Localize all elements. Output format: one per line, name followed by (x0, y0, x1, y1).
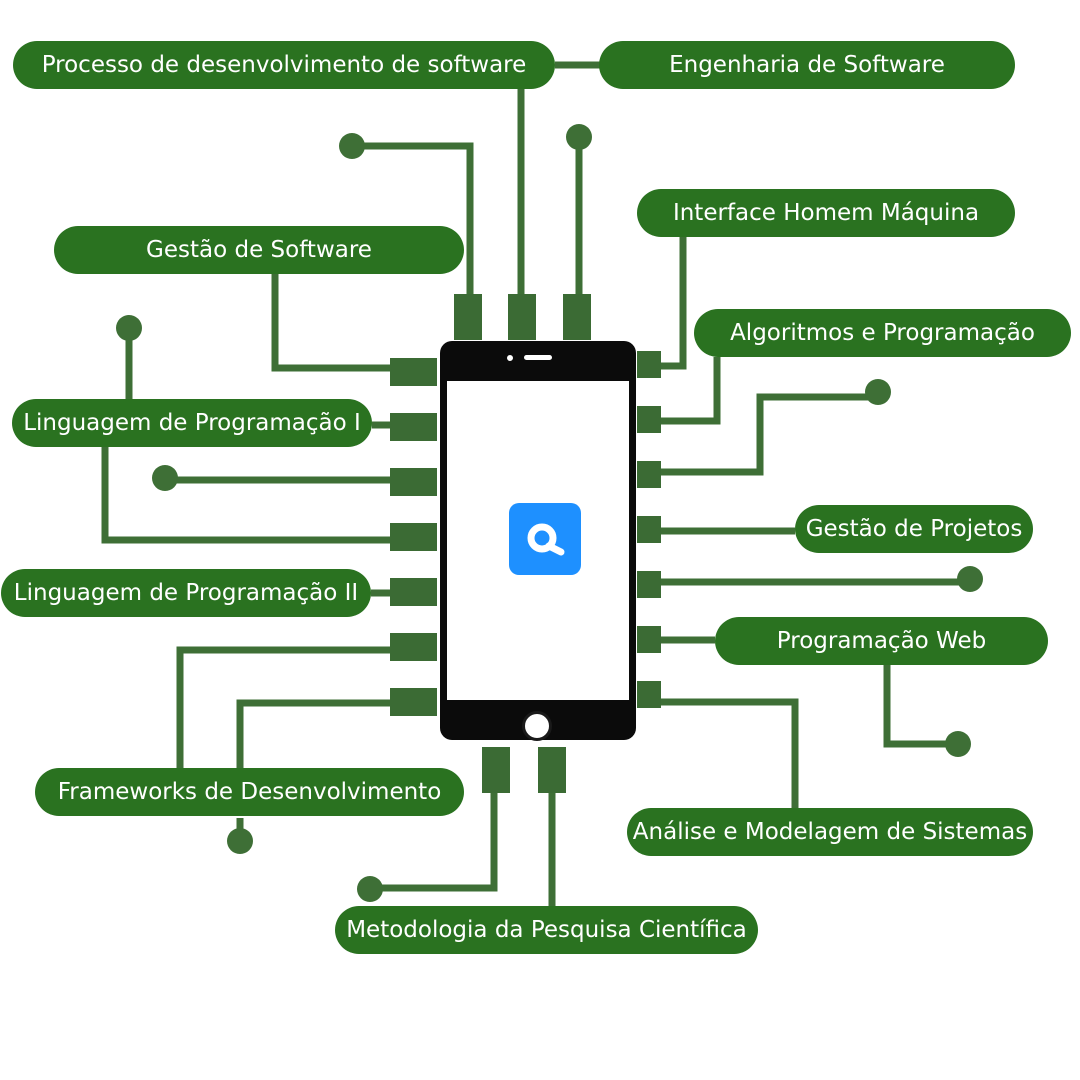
chip-pin (482, 747, 510, 793)
chip-pin (637, 626, 661, 653)
terminal-dot (116, 315, 142, 341)
wire-gestao-software (271, 272, 392, 372)
label-linguagem-programacao-2: Linguagem de Programação II (1, 569, 371, 617)
front-camera (507, 355, 513, 361)
chip-pin (390, 633, 437, 661)
chip-pin (538, 747, 566, 793)
smartphone (440, 341, 636, 741)
chip-pin (637, 516, 661, 543)
chip-pin (390, 688, 437, 716)
label-frameworks-desenvolvimento: Frameworks de Desenvolvimento (35, 768, 464, 816)
chip-pin (563, 294, 591, 340)
wire-frameworks-a (176, 646, 392, 768)
label-gestao-software: Gestão de Software (54, 226, 464, 274)
chip-pin (390, 468, 437, 496)
label-analise-modelagem: Análise e Modelagem de Sistemas (627, 808, 1033, 856)
chip-pin (637, 461, 661, 488)
terminal-dot (566, 124, 592, 150)
label-linguagem-programacao-1: Linguagem de Programação I (12, 399, 372, 447)
chip-pin (390, 358, 437, 386)
chip-pin (390, 578, 437, 606)
magnifier-app-icon (509, 503, 581, 575)
wire-frameworks-b (236, 699, 392, 768)
phone-screen (447, 381, 629, 700)
wire-bottom-left (370, 792, 498, 892)
wire-linguagem-1-down (101, 446, 392, 544)
chip-pin (390, 413, 437, 441)
wire-web-down (883, 665, 958, 748)
label-programacao-web: Programação Web (715, 617, 1048, 665)
chip-pin (637, 681, 661, 708)
wire-right-dot-1 (660, 393, 878, 476)
chip-pin (390, 523, 437, 551)
chip-pin (637, 406, 661, 433)
terminal-dot (152, 465, 178, 491)
chip-pin (508, 294, 536, 340)
terminal-dot (957, 566, 983, 592)
label-interface-homem-maquina: Interface Homem Máquina (637, 189, 1015, 237)
label-algoritmos-programacao: Algoritmos e Programação (694, 309, 1071, 357)
chip-pin (637, 351, 661, 378)
terminal-dot (865, 379, 891, 405)
label-engenharia-software: Engenharia de Software (599, 41, 1015, 89)
wire-interface (660, 237, 687, 370)
terminal-dot (339, 133, 365, 159)
terminal-dot (945, 731, 971, 757)
earpiece-speaker (524, 355, 552, 360)
wire-top-left (352, 142, 474, 296)
label-metodologia-pesquisa: Metodologia da Pesquisa Científica (335, 906, 758, 954)
wire-analise (660, 698, 799, 808)
terminal-dot (227, 828, 253, 854)
chip-pin (454, 294, 482, 340)
label-gestao-projetos: Gestão de Projetos (795, 505, 1033, 553)
wire-algoritmos (660, 357, 721, 425)
label-processo-desenvolvimento: Processo de desenvolvimento de software (13, 41, 555, 89)
chip-pin (637, 571, 661, 598)
terminal-dot (357, 876, 383, 902)
home-button (522, 711, 552, 741)
